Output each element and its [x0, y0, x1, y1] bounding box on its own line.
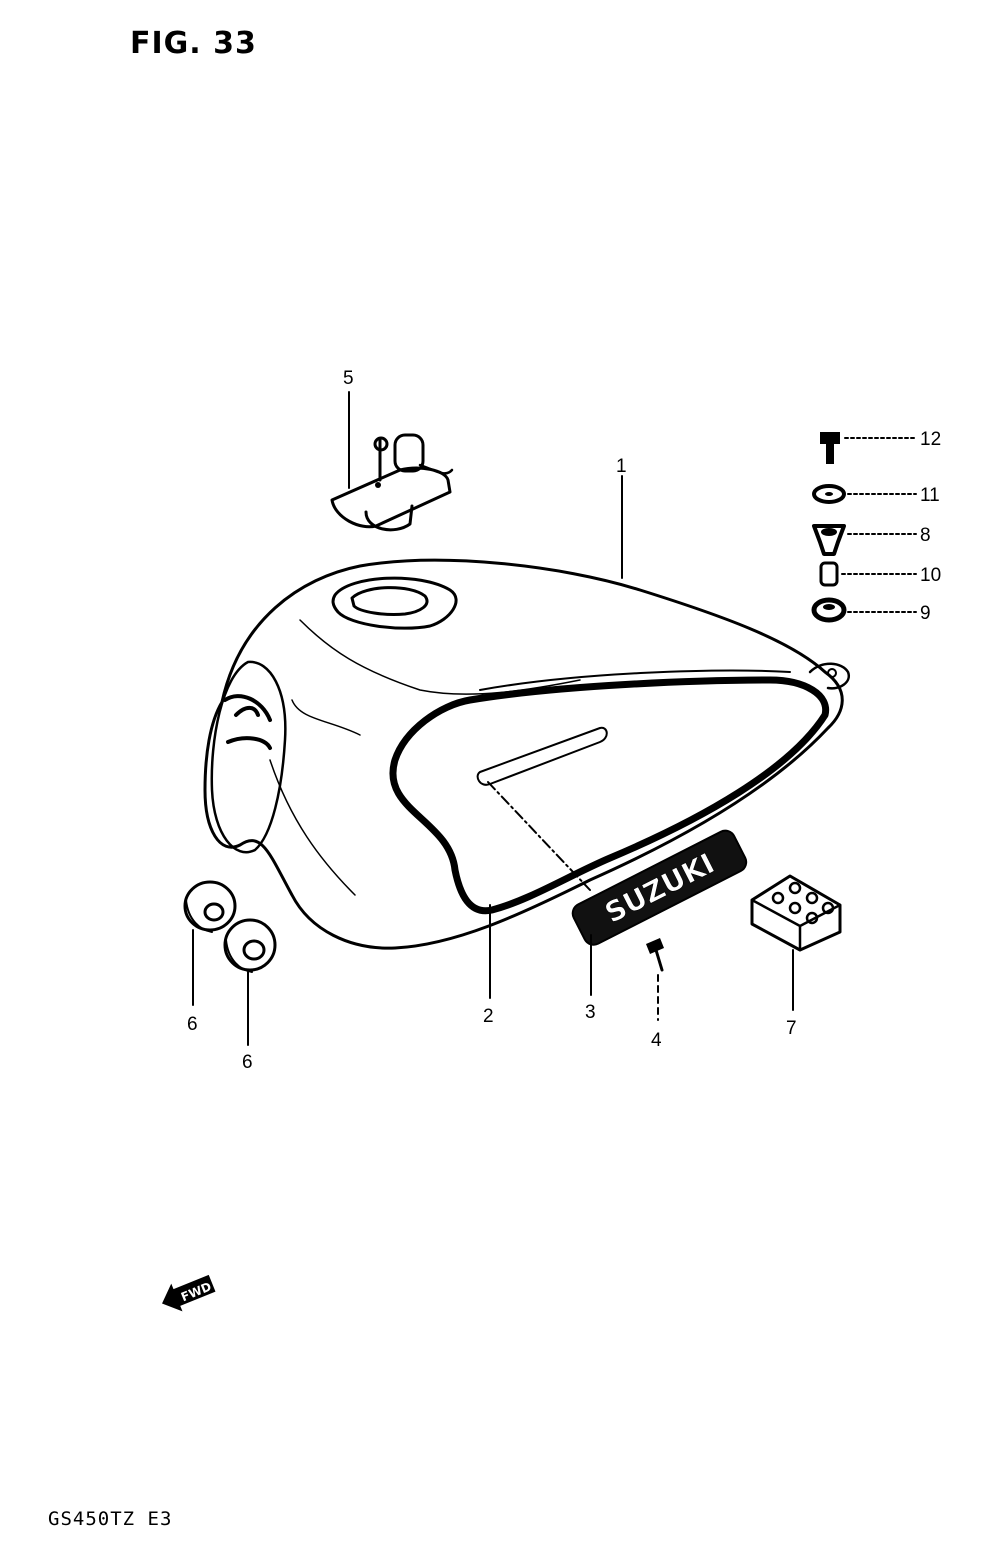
forward-arrow-icon: FWD [162, 1274, 216, 1312]
washer [812, 484, 846, 504]
callout-8: 8 [920, 525, 931, 546]
cushion-upper [183, 880, 237, 933]
emblem-screw [646, 938, 664, 972]
bolt [820, 432, 840, 464]
model-code: GS450TZ E3 [48, 1508, 173, 1530]
callout-numbers: 5 1 2 3 4 6 6 7 12 11 8 10 9 [187, 368, 941, 1073]
callout-2: 2 [483, 1006, 494, 1027]
callout-5: 5 [343, 368, 354, 389]
leader-lines [192, 391, 917, 1046]
callout-6-upper: 6 [187, 1014, 198, 1035]
callout-6-lower: 6 [242, 1052, 253, 1073]
fuel-tank [203, 558, 851, 950]
callout-3: 3 [585, 1002, 596, 1023]
callout-9: 9 [920, 603, 931, 624]
spacer [819, 561, 839, 587]
callout-4: 4 [651, 1030, 662, 1051]
callout-12: 12 [920, 429, 941, 450]
figure-title: FIG. 33 [130, 26, 257, 61]
fuel-cap [330, 433, 454, 532]
callout-7: 7 [786, 1018, 797, 1039]
rubber-block [750, 874, 842, 952]
callout-1: 1 [616, 456, 627, 477]
grommet [811, 597, 847, 623]
cushion-lower [223, 918, 277, 973]
nut [812, 524, 846, 556]
callout-10: 10 [920, 565, 941, 586]
callout-11: 11 [920, 485, 940, 506]
